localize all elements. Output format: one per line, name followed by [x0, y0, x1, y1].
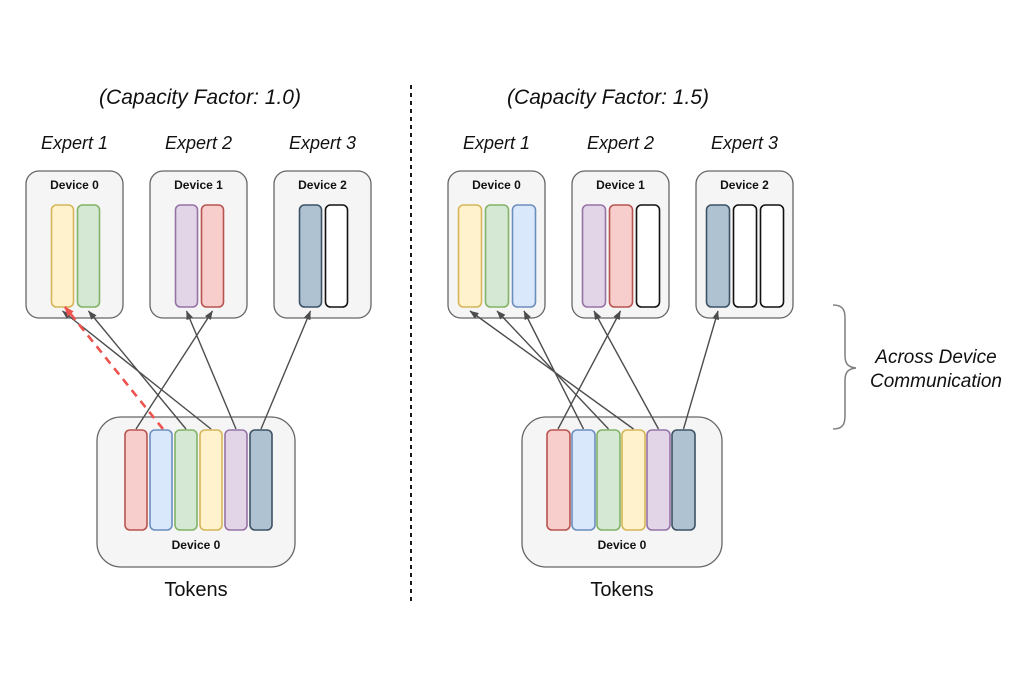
expert-slot-white	[324, 204, 349, 308]
panel-capacity-1-5: (Capacity Factor: 1.5) Expert 1 Device 0…	[447, 86, 794, 601]
expert-slot-gray	[298, 204, 323, 308]
expert-slot-purple	[174, 204, 199, 308]
tokens-caption: Tokens	[164, 579, 227, 601]
expert-slot-gray	[705, 204, 731, 308]
expert-slot-blue	[511, 204, 537, 308]
token-group	[124, 429, 273, 531]
token-purple	[646, 429, 671, 531]
token-green	[596, 429, 621, 531]
device-label: Device 0	[598, 538, 647, 552]
token-gray	[249, 429, 273, 531]
route-arrow-yellow-to-expert1	[469, 310, 634, 430]
token-red	[124, 429, 148, 531]
expert-device-box	[149, 170, 248, 319]
token-gray	[671, 429, 696, 531]
expert-slot-group	[174, 204, 225, 308]
token-green	[174, 429, 198, 531]
device-label: Device 1	[174, 178, 223, 192]
expert-device-box	[25, 170, 124, 319]
expert-3-group: Expert 3 Device 2	[273, 133, 372, 319]
expert-label: Expert 2	[165, 133, 232, 153]
expert-slot-group	[50, 204, 101, 308]
device-label: Device 1	[596, 178, 645, 192]
expert-1-group: Expert 1 Device 0	[447, 133, 546, 319]
across-device-annotation: Across Device Communication	[832, 304, 1002, 430]
tokens-caption: Tokens	[590, 579, 653, 601]
token-blue	[149, 429, 173, 531]
route-arrow-purple-to-expert2	[185, 310, 237, 430]
expert-label: Expert 3	[289, 133, 356, 153]
expert-device-box	[273, 170, 372, 319]
expert-slot-group	[457, 204, 537, 308]
routing-arrows	[469, 310, 719, 430]
expert-label: Expert 2	[587, 133, 654, 153]
expert-slot-green	[484, 204, 510, 308]
expert-label: Expert 3	[711, 133, 778, 153]
device-label: Device 2	[720, 178, 769, 192]
expert-2-group: Expert 2 Device 1	[571, 133, 670, 319]
route-arrow-blue-to-expert1	[523, 310, 585, 430]
route-arrow-gray-to-expert3	[682, 310, 719, 430]
panel-capacity-1-0: (Capacity Factor: 1.0) Expert 1 Device 0…	[25, 86, 372, 601]
device-label: Device 0	[50, 178, 99, 192]
expert-slot-group	[705, 204, 785, 308]
expert-slot-white	[635, 204, 661, 308]
panel-title: (Capacity Factor: 1.0)	[99, 86, 301, 109]
expert-slot-white	[759, 204, 785, 308]
expert-slot-yellow	[50, 204, 75, 308]
expert-1-group: Expert 1 Device 0	[25, 133, 124, 319]
device-label: Device 0	[472, 178, 521, 192]
route-arrow-red-to-expert2	[135, 310, 214, 430]
routing-arrows	[62, 306, 312, 430]
device-label: Device 0	[172, 538, 221, 552]
token-yellow	[621, 429, 646, 531]
token-group	[546, 429, 696, 531]
token-box-group: Device 0 Tokens	[96, 416, 296, 601]
route-arrow-purple-to-expert2	[593, 310, 660, 430]
token-red	[546, 429, 571, 531]
expert-slot-red	[200, 204, 225, 308]
expert-label: Expert 1	[463, 133, 530, 153]
token-purple	[224, 429, 248, 531]
route-arrow-gray-to-expert3	[260, 310, 312, 430]
token-box-group: Device 0 Tokens	[521, 416, 723, 601]
expert-slot-purple	[581, 204, 607, 308]
expert-2-group: Expert 2 Device 1	[149, 133, 248, 319]
route-arrow-green-to-expert1	[87, 310, 187, 430]
expert-slot-group	[298, 204, 349, 308]
panel-title: (Capacity Factor: 1.5)	[507, 86, 709, 109]
route-arrow-red-to-expert2	[557, 310, 622, 430]
expert-slot-group	[581, 204, 661, 308]
expert-slot-red	[608, 204, 634, 308]
token-blue	[571, 429, 596, 531]
expert-slot-green	[76, 204, 101, 308]
device-label: Device 2	[298, 178, 347, 192]
expert-3-group: Expert 3 Device 2	[695, 133, 794, 319]
token-yellow	[199, 429, 223, 531]
expert-label: Expert 1	[41, 133, 108, 153]
expert-slot-yellow	[457, 204, 483, 308]
annotation-line-1: Across Device	[874, 347, 996, 368]
route-arrow-green-to-expert1	[496, 310, 610, 430]
curly-brace	[832, 304, 857, 430]
annotation-line-2: Communication	[870, 371, 1002, 392]
dropped-token-arrow-blue-to-expert1	[63, 306, 165, 430]
expert-slot-white	[732, 204, 758, 308]
